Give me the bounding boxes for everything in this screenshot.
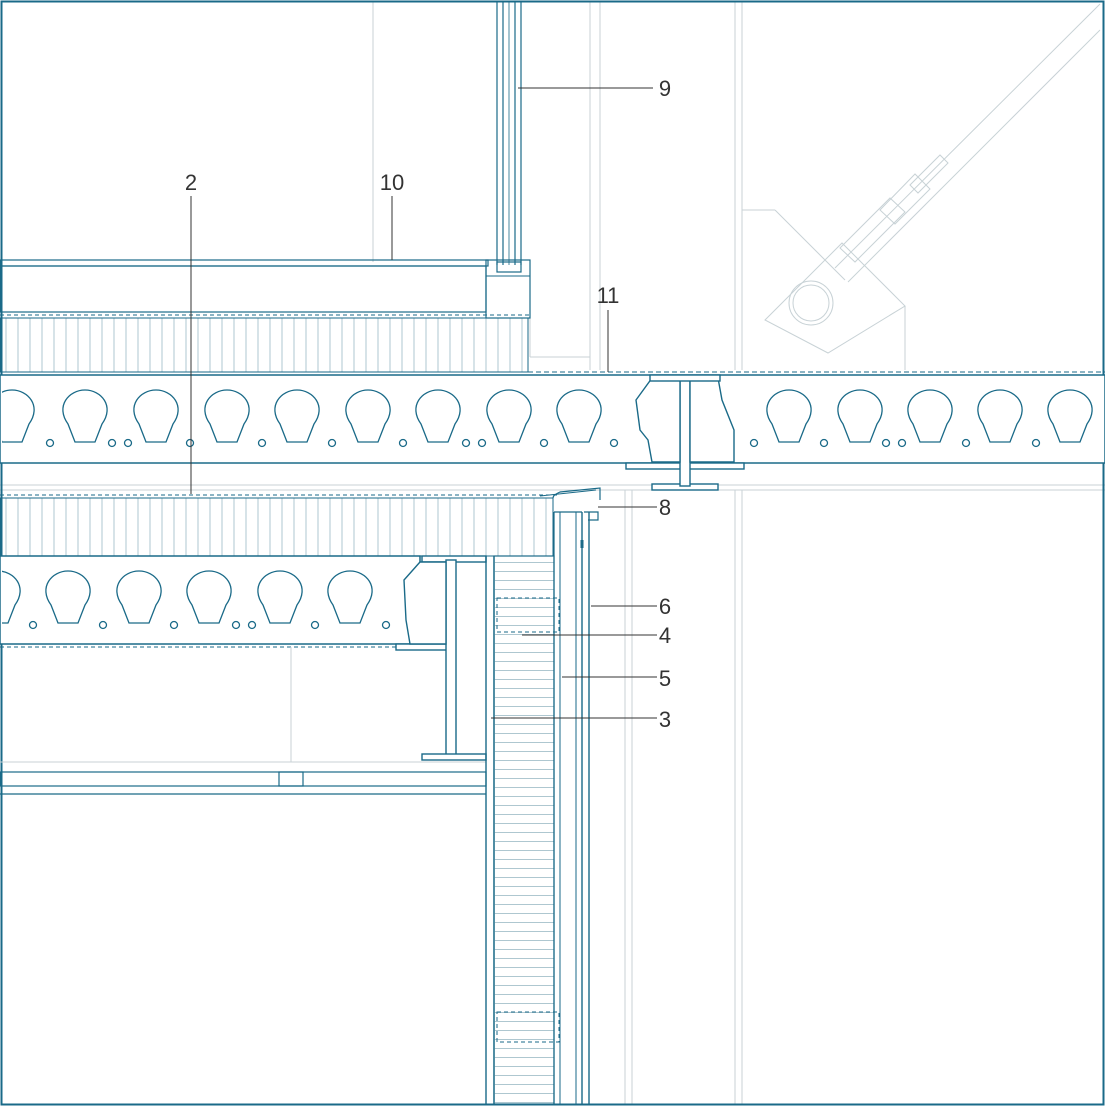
leader-lines [190, 87, 657, 719]
hollow-core [45, 570, 91, 624]
strand-hole [327, 438, 337, 448]
hollow-core [1047, 389, 1093, 443]
callout-labels: 2 10 9 11 8 6 4 5 3 [185, 76, 671, 732]
strand-hole [477, 438, 487, 448]
strand-hole [45, 438, 55, 448]
suspended-ceiling [0, 647, 487, 795]
hollow-core [415, 389, 461, 443]
strand-hole [461, 438, 471, 448]
hollow-core [345, 389, 391, 443]
strand-hole [961, 438, 971, 448]
hollow-core [766, 389, 812, 443]
callout-6: 6 [659, 594, 671, 619]
lower-hollow-core-slab [0, 555, 421, 648]
hollow-core [977, 389, 1023, 443]
lower-floor-buildup [0, 487, 601, 557]
hollow-core [2, 570, 21, 624]
hollow-core [257, 570, 303, 624]
strand-hole [1031, 438, 1041, 448]
strand-hole [539, 438, 549, 448]
callout-10: 10 [380, 170, 404, 195]
strand-hole [185, 438, 195, 448]
callout-8: 8 [659, 495, 671, 520]
callout-4: 4 [659, 623, 671, 648]
strand-hole [28, 620, 38, 630]
callout-2: 2 [185, 170, 197, 195]
upper-hollow-core-slab [0, 374, 1105, 464]
callout-9: 9 [659, 76, 671, 101]
lower-steel-beam [395, 555, 487, 761]
hollow-core [116, 570, 162, 624]
window-frame [496, 2, 522, 273]
strand-hole [310, 620, 320, 630]
hollow-core [62, 389, 108, 443]
strand-hole [169, 620, 179, 630]
facade-wall [485, 511, 599, 1105]
hollow-core [2, 389, 35, 443]
strand-hole [98, 620, 108, 630]
strand-hole [749, 438, 759, 448]
upper-steel-beam [625, 374, 745, 491]
hollow-core [907, 389, 953, 443]
strand-hole [881, 438, 891, 448]
strand-hole [247, 620, 257, 630]
upper-floor-buildup [0, 259, 531, 373]
strand-hole [897, 438, 907, 448]
hollow-core [837, 389, 883, 443]
strand-hole [381, 620, 391, 630]
strand-hole [398, 438, 408, 448]
strand-hole [257, 438, 267, 448]
callout-11: 11 [597, 283, 620, 308]
callout-3: 3 [659, 707, 671, 732]
hollow-core [204, 389, 250, 443]
hollow-core [274, 389, 320, 443]
hollow-core [133, 389, 179, 443]
strand-hole [609, 438, 619, 448]
diagonal-brace [742, 3, 1101, 370]
hollow-core [486, 389, 532, 443]
strand-hole [123, 438, 133, 448]
hollow-core [556, 389, 602, 443]
strand-hole [819, 438, 829, 448]
strand-hole [107, 438, 117, 448]
strand-hole [231, 620, 241, 630]
callout-5: 5 [659, 666, 671, 691]
hollow-core [327, 570, 373, 624]
hollow-core [186, 570, 232, 624]
